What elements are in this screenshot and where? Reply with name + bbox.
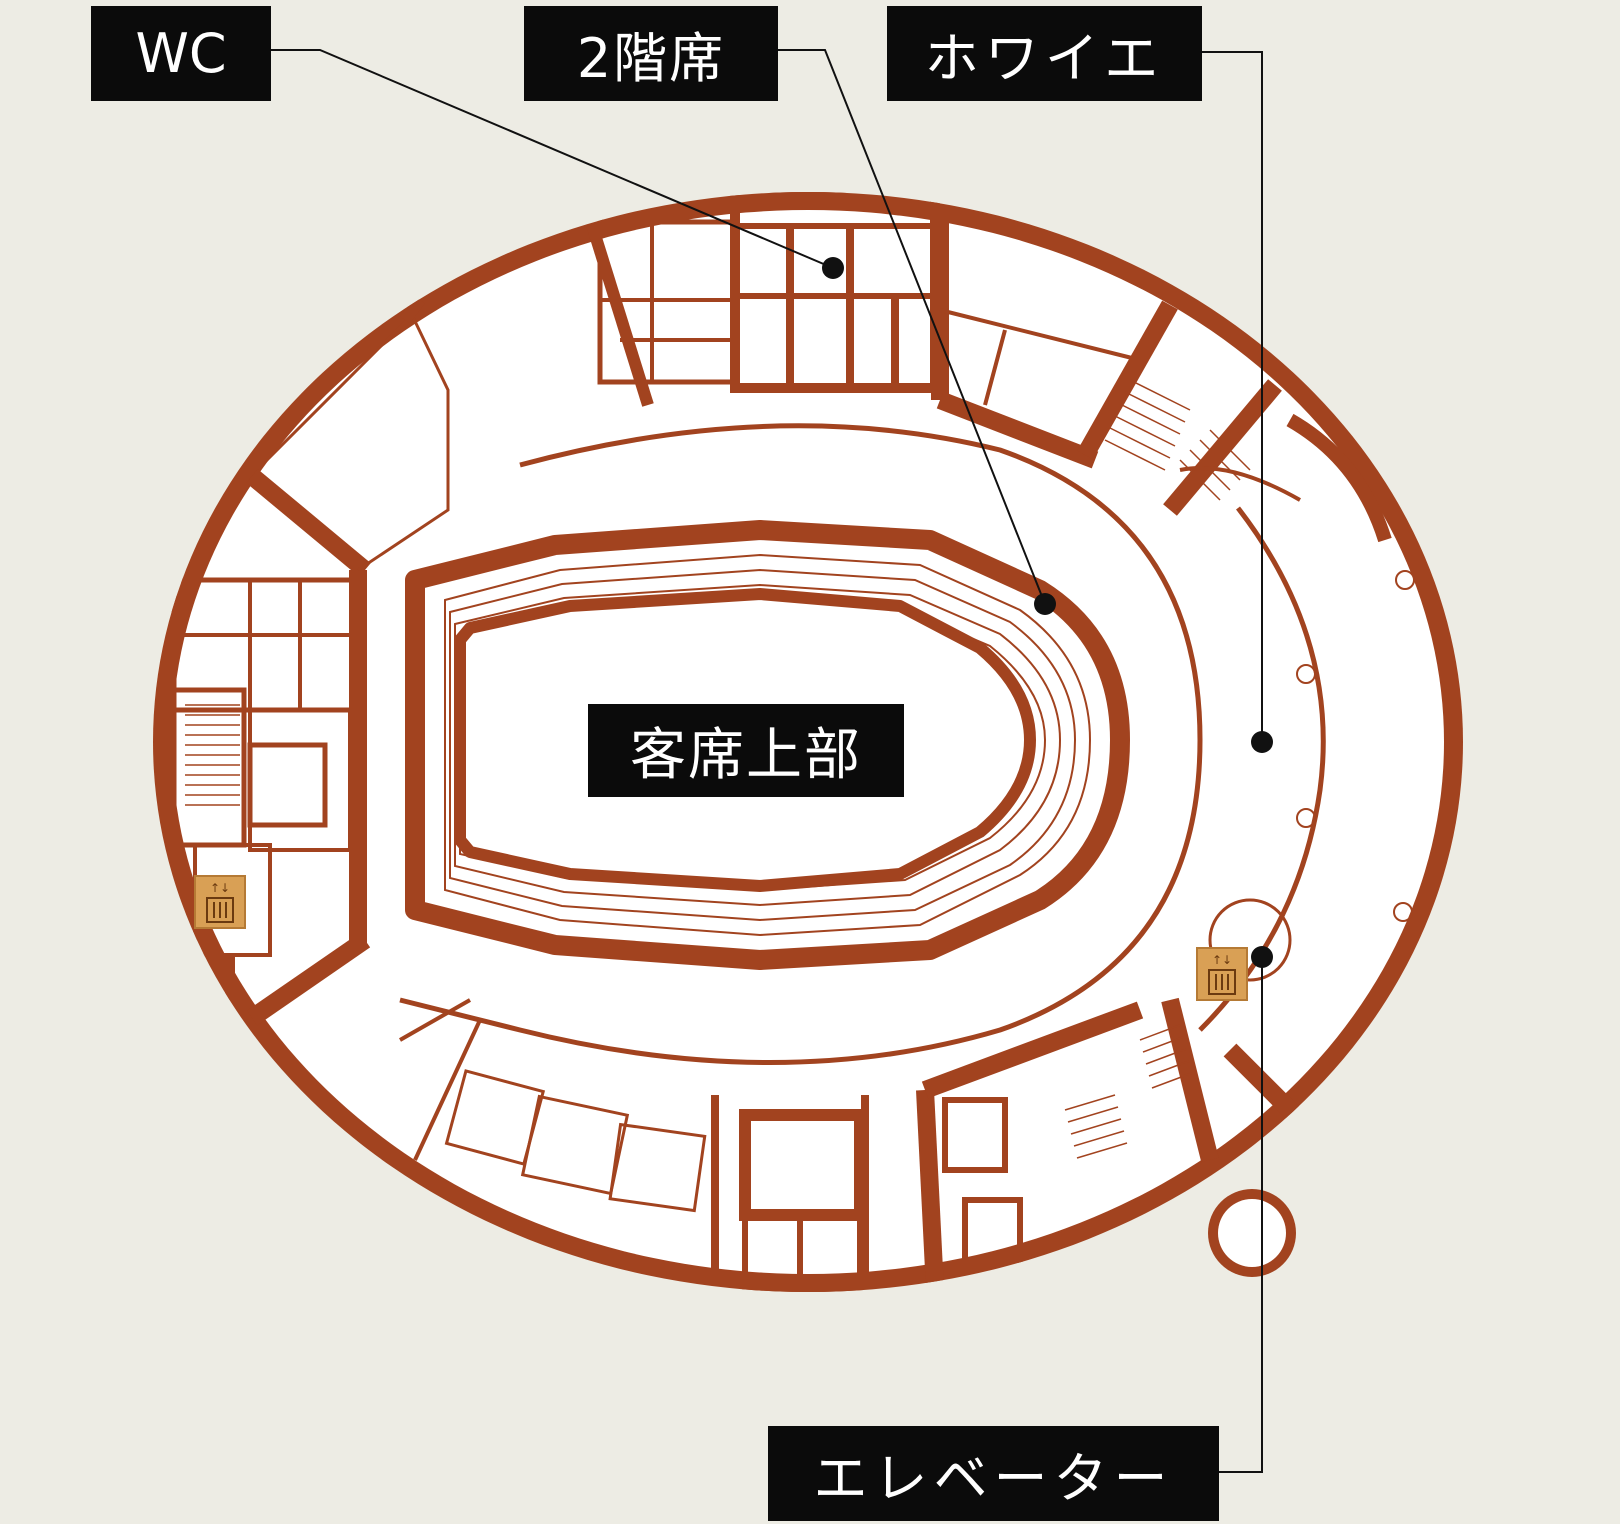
west-rooms <box>171 296 450 1026</box>
label-wc: WC <box>91 6 271 101</box>
label-second-floor-seats: 2階席 <box>524 6 778 101</box>
svg-text:↑↓: ↑↓ <box>210 881 230 895</box>
auditorium-wall <box>405 520 1130 970</box>
upper-seating <box>444 553 1092 937</box>
elevator-icon: ↑↓ <box>1196 947 1248 1001</box>
leader-line-elevator <box>1219 957 1263 1473</box>
elevator-icon: ↑↓ <box>194 875 246 929</box>
south-tower <box>1208 1189 1296 1277</box>
leader-line-2f <box>778 49 1046 605</box>
leader-line-foyer <box>1202 51 1263 742</box>
south-rooms <box>399 997 1307 1292</box>
leader-lines <box>271 49 1263 1473</box>
label-elevator: エレベーター <box>768 1426 1219 1521</box>
label-foyer: ホワイエ <box>887 6 1202 101</box>
inner-corridor <box>399 423 1203 1065</box>
leader-line-wc <box>271 49 834 269</box>
foyer-marker <box>1251 731 1273 753</box>
north-rooms <box>586 192 1392 543</box>
label-auditorium-upper: 客席上部 <box>588 704 904 797</box>
elevator-marker <box>1251 946 1273 968</box>
wc-marker <box>822 257 844 279</box>
second-floor-seats-marker <box>1034 593 1056 615</box>
svg-text:↑↓: ↑↓ <box>1212 953 1232 967</box>
leader-dots <box>822 257 1273 968</box>
